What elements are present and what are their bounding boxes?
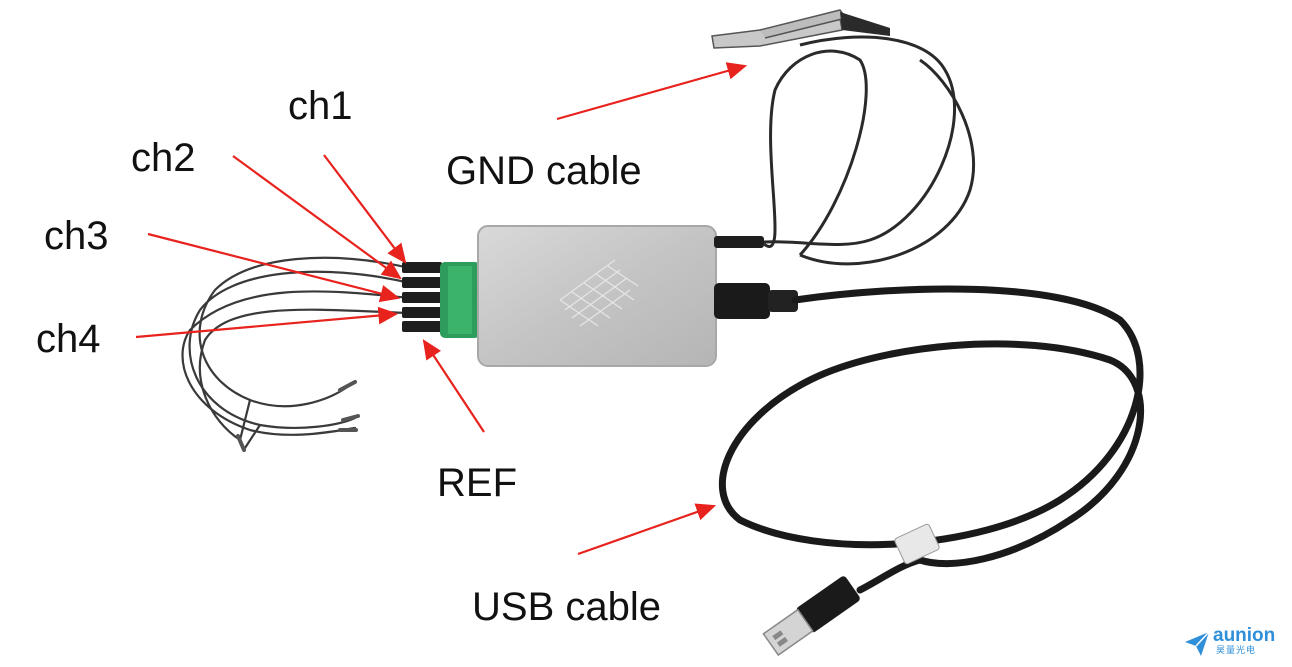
gnd-cable [711,9,976,266]
label-gnd-cable: GND cable [446,149,642,193]
label-ch1: ch1 [288,84,353,128]
probe-wires [181,256,412,450]
device-logo-pattern [559,259,639,327]
usb-cable [714,283,1144,657]
label-ch3: ch3 [44,214,109,258]
logo-name: aunion [1213,625,1276,646]
arrow-ch2 [232,155,402,280]
arrow-ref [422,339,485,433]
paper-plane-icon [1185,631,1210,656]
brand-logo: aunion 昊量光电 [1183,626,1287,664]
arrow-ch4 [135,306,399,339]
label-usb-cable: USB cable [472,585,661,629]
label-ref: REF [437,461,517,505]
label-ch4: ch4 [36,317,101,361]
annotation-arrows [135,62,748,556]
logo-subtitle: 昊量光电 [1216,646,1257,656]
wire-tips [236,380,360,452]
arrow-usb [577,503,717,556]
arrow-gnd [556,62,748,121]
label-ch2: ch2 [131,136,196,180]
arrow-ch1 [323,154,407,264]
probe-connectors [402,262,480,338]
device-box [477,225,717,367]
arrow-ch3 [147,232,401,303]
